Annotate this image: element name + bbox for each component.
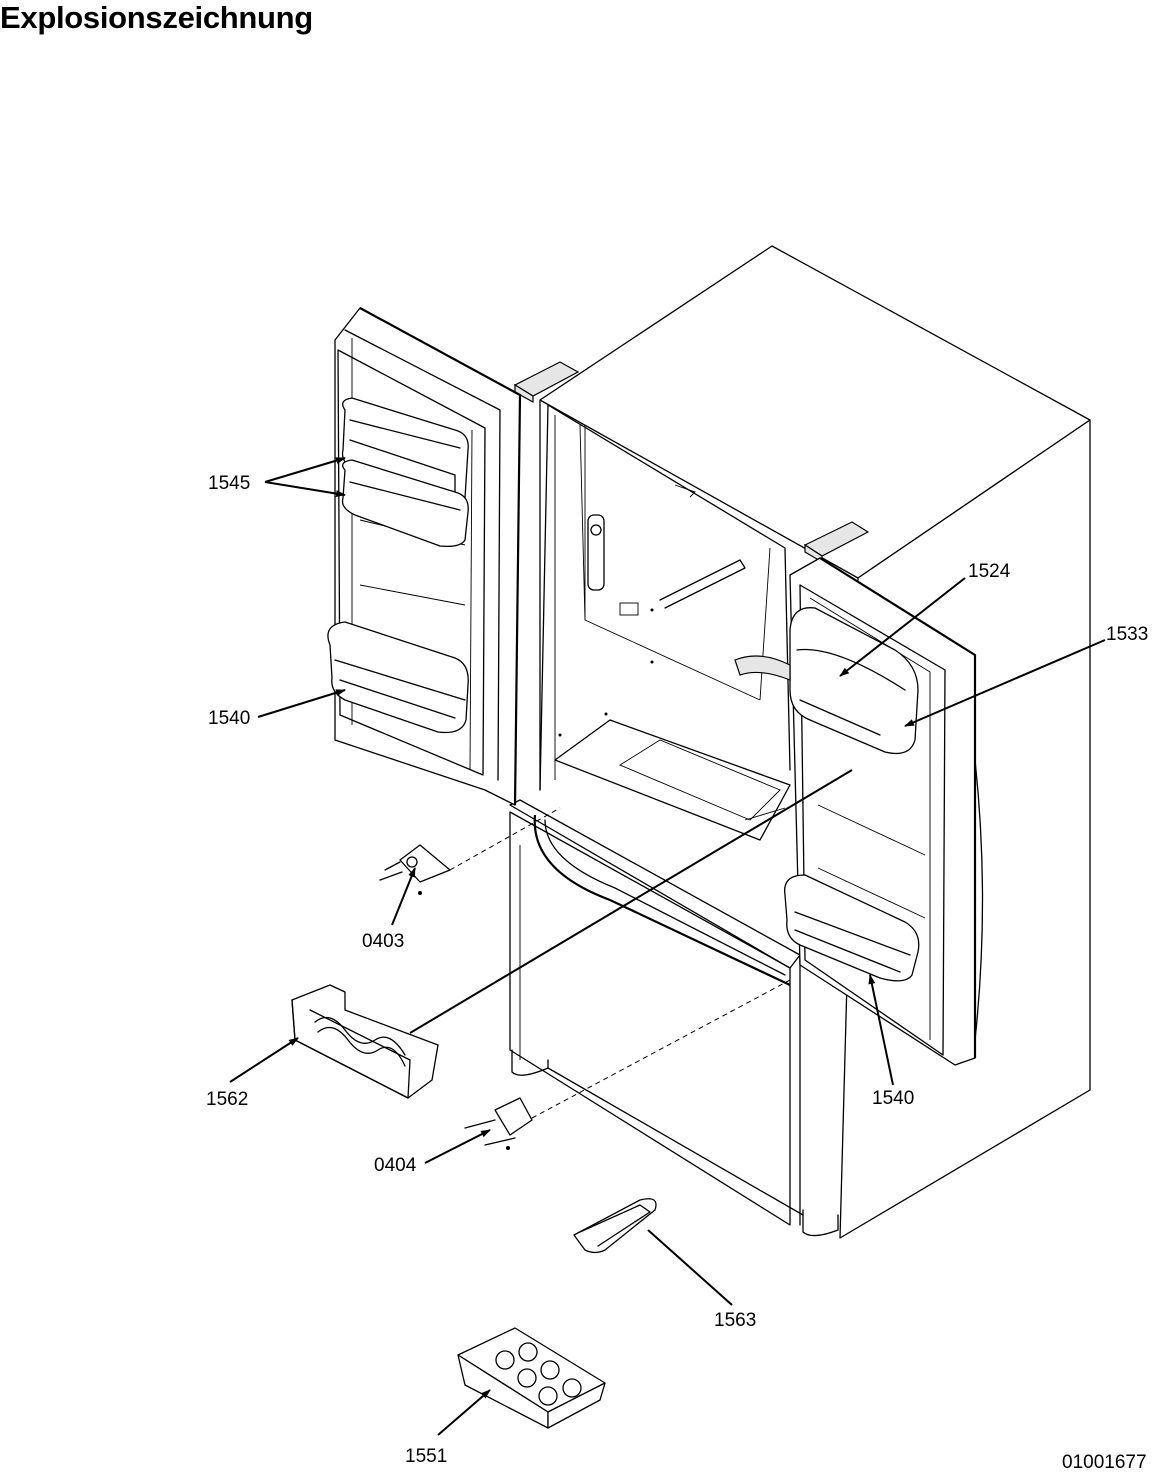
part-label-1551: 1551 [405, 1446, 447, 1467]
page-title: Explosionszeichnung [0, 0, 313, 35]
hinge-assembly-0404 [464, 1097, 533, 1150]
drawing-number: 01001677 [1062, 1452, 1147, 1472]
part-label-1524: 1524 [968, 561, 1011, 582]
part-callouts: 1545 1540 1524 1533 0403 1562 1540 0404 … [206, 473, 1148, 1472]
egg-tray-1551 [457, 1327, 606, 1429]
part-label-1533: 1533 [1106, 624, 1148, 645]
part-label-0403: 0403 [362, 931, 404, 952]
part-label-1540-right: 1540 [872, 1088, 914, 1109]
can-rack-1562 [291, 984, 439, 1099]
right-door [734, 557, 984, 1066]
part-label-1562: 1562 [206, 1089, 248, 1110]
part-label-0404: 0404 [374, 1155, 417, 1176]
part-label-1545: 1545 [208, 473, 250, 494]
leader-lines [229, 457, 1106, 1436]
tray-1563 [573, 1198, 657, 1254]
assembly-guide-lines [449, 807, 791, 1119]
part-label-1563: 1563 [714, 1310, 756, 1331]
part-label-1540-left: 1540 [208, 708, 250, 729]
left-door [327, 307, 522, 806]
